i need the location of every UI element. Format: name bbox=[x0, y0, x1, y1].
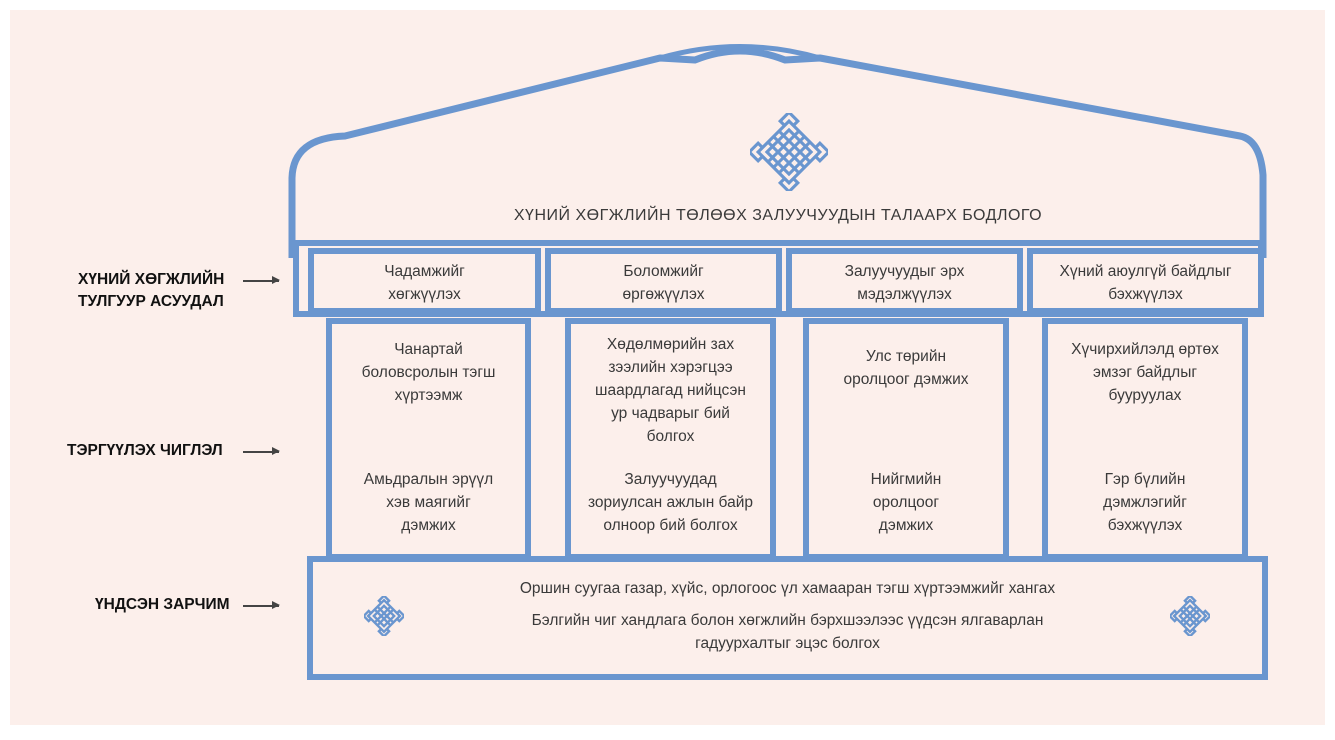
pillar-priority-top: Улс төрийн оролцоог дэмжих bbox=[843, 348, 969, 388]
roof-title: ХҮНИЙ ХӨГЖЛИЙН ТӨЛӨӨХ ЗАЛУУЧУУДЫН ТАЛААР… bbox=[513, 207, 1043, 224]
core-issue-label: Чадамжийг хөгжүүлэх bbox=[384, 263, 465, 303]
pillar-1: Чанартай боловсролын тэгш хүртээмж Амьдр… bbox=[326, 318, 531, 560]
pillar-priority-bottom: Амьдралын эрүүл хэв маягийг дэмжих bbox=[363, 471, 494, 534]
principle-2: Бэлгийн чиг хандлага болон хөгжлийн бэрх… bbox=[531, 612, 1044, 652]
arrow-icon bbox=[243, 602, 280, 608]
core-issue-box-4: Хүний аюулгүй байдлыг бэхжүүлэх bbox=[1027, 248, 1264, 314]
core-issues-label: ХҮНИЙ ХӨГЖЛИЙН ТУЛГУУР АСУУДАЛ bbox=[78, 271, 225, 310]
pillar-priority-bottom: Гэр бүлийн дэмжлэгийг бэхжүүлэх bbox=[1103, 471, 1187, 534]
core-issue-label: Хүний аюулгүй байдлыг бэхжүүлэх bbox=[1059, 263, 1232, 303]
pillar-priority-top: Чанартай боловсролын тэгш хүртээмж bbox=[361, 341, 496, 404]
core-issue-label: Залуучуудыг эрх мэдэлжүүлэх bbox=[844, 263, 965, 303]
arrow-icon bbox=[243, 448, 280, 454]
principles-label: ҮНДСЭН ЗАРЧИМ bbox=[95, 596, 230, 613]
principles-base: Оршин суугаа газар, хүйс, орлогоос үл ха… bbox=[307, 556, 1268, 680]
core-issue-label: Боломжийг өргөжүүлэх bbox=[622, 263, 705, 303]
endless-knot-icon bbox=[364, 596, 404, 636]
principle-1: Оршин суугаа газар, хүйс, орлогоос үл ха… bbox=[519, 580, 1056, 597]
pillar-2: Хөдөлмөрийн зах зээлийн хэрэгцээ шаардла… bbox=[565, 318, 776, 560]
core-issue-box-3: Залуучуудыг эрх мэдэлжүүлэх bbox=[786, 248, 1023, 314]
arrow-icon bbox=[243, 277, 280, 283]
priorities-label: ТЭРГҮҮЛЭХ ЧИГЛЭЛ bbox=[67, 442, 223, 459]
core-issue-box-1: Чадамжийг хөгжүүлэх bbox=[308, 248, 541, 314]
pillar-priority-top: Хүчирхийлэлд өртөх эмзэг байдлыг бууруул… bbox=[1071, 341, 1219, 404]
pillar-priority-bottom: Нийгмийн оролцоог дэмжих bbox=[870, 471, 942, 534]
core-issue-box-2: Боломжийг өргөжүүлэх bbox=[545, 248, 782, 314]
pillar-priority-bottom: Залуучуудад зориулсан ажлын байр олноор … bbox=[588, 471, 753, 534]
pillar-4: Хүчирхийлэлд өртөх эмзэг байдлыг бууруул… bbox=[1042, 318, 1248, 560]
pillar-3: Улс төрийн оролцоог дэмжих Нийгмийн орол… bbox=[803, 318, 1009, 560]
endless-knot-icon bbox=[1170, 596, 1210, 636]
endless-knot-icon bbox=[750, 113, 828, 191]
pillar-priority-top: Хөдөлмөрийн зах зээлийн хэрэгцээ шаардла… bbox=[595, 336, 746, 445]
